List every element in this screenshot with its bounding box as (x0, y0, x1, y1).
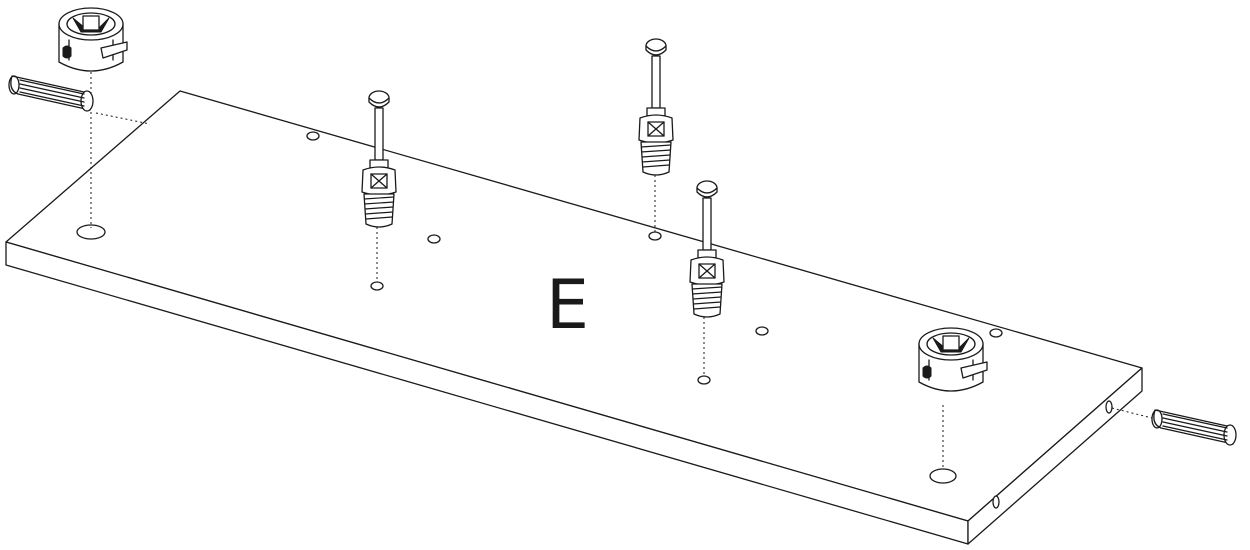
cam-lock-right (918, 327, 988, 392)
connector-bolt-2 (638, 38, 674, 176)
wooden-panel (5, 90, 1143, 545)
cam-lock-left (58, 7, 128, 72)
dowel-left (8, 75, 94, 112)
panel-holes (76, 131, 1113, 509)
panel-label: E (546, 266, 589, 345)
dowel-right (1151, 409, 1237, 446)
